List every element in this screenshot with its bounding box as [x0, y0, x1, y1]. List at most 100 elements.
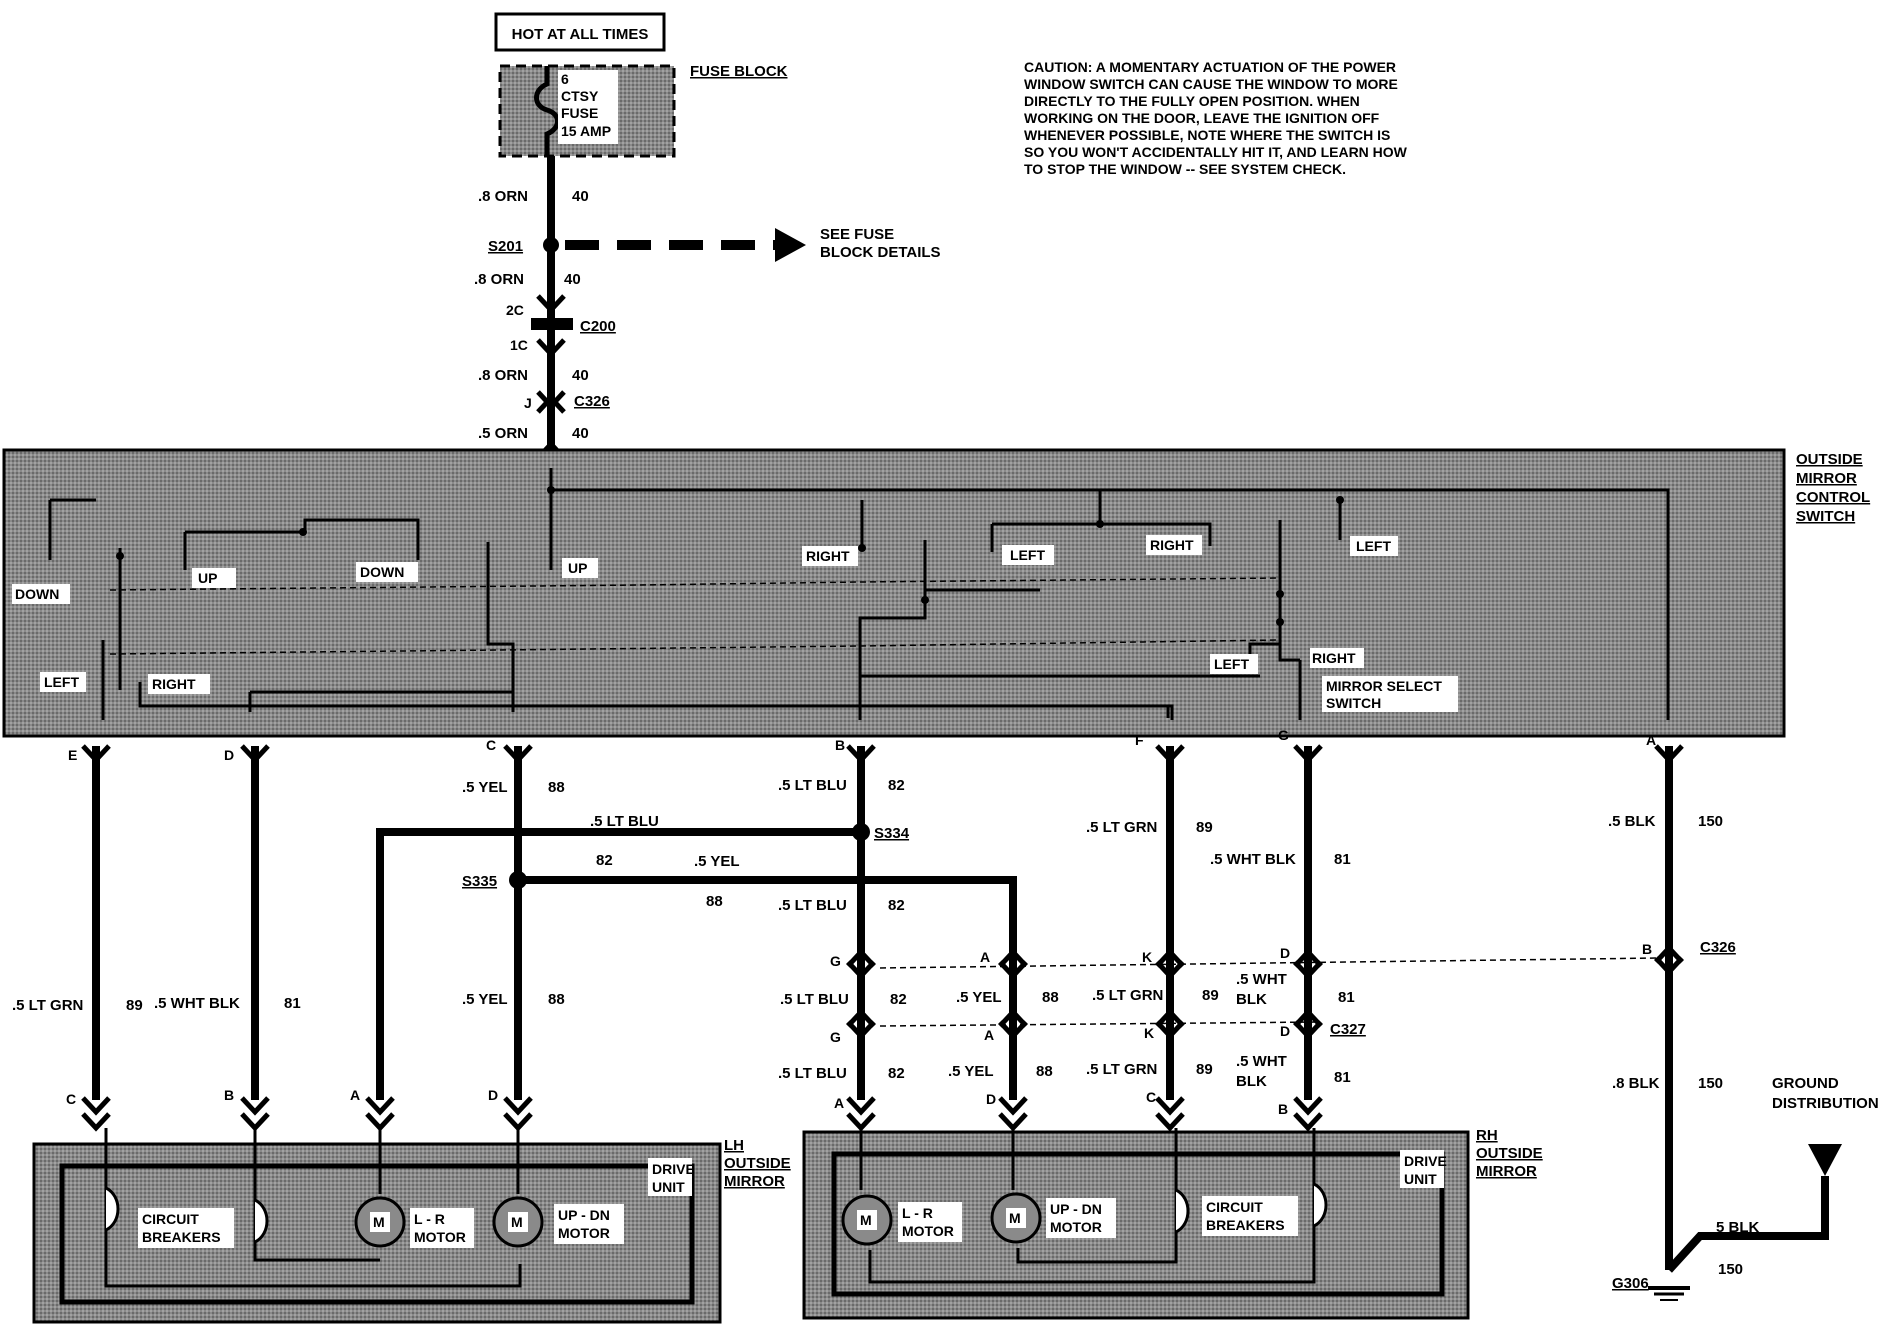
- yel-top-circuit: 88: [548, 779, 565, 796]
- c200-pin-top: 2C: [506, 302, 524, 318]
- ground-dist-2: DISTRIBUTION: [1772, 1095, 1879, 1112]
- c327-label: C327: [1330, 1021, 1366, 1038]
- c326-feed-label: C326: [574, 393, 610, 410]
- switch-label-left-3: LEFT: [1356, 538, 1391, 554]
- feed-wire-4-label: .5 ORN: [478, 425, 528, 442]
- blk-top-circuit: 150: [1698, 813, 1723, 830]
- grn-top-label: .5 LT GRN: [1086, 819, 1157, 836]
- rh-breakers-2: BREAKERS: [1206, 1217, 1285, 1233]
- lh-ud-motor-2: MOTOR: [558, 1225, 610, 1241]
- s335-label: S335: [462, 873, 497, 890]
- lh-pin-b: B: [224, 1087, 234, 1103]
- mirror-entry-chevrons: [81, 1096, 1323, 1132]
- switch-title: OUTSIDE MIRROR CONTROL SWITCH: [1796, 451, 1870, 525]
- feed-wire-2-circuit: 40: [564, 271, 581, 288]
- rh-title-1: RH: [1476, 1127, 1498, 1144]
- blk-low-label: .8 BLK: [1612, 1075, 1660, 1092]
- c200-connector: [531, 318, 573, 330]
- fuse-info-4: 15 AMP: [561, 123, 611, 139]
- rh-pin-b: B: [1278, 1101, 1288, 1117]
- c326-pin-a: A: [980, 949, 990, 965]
- lh-lr-motor-1: L - R: [414, 1211, 445, 1227]
- lh-title-2: OUTSIDE: [724, 1155, 791, 1172]
- lh-pin-d: D: [488, 1087, 498, 1103]
- switch-title-3: CONTROL: [1796, 489, 1870, 506]
- switch-label-left-2: LEFT: [1010, 547, 1045, 563]
- rh-ud-motor-m: M: [1009, 1210, 1021, 1226]
- rh-title-2: OUTSIDE: [1476, 1145, 1543, 1162]
- yel-top-label: .5 YEL: [462, 779, 508, 796]
- lh-drive-unit-2: UNIT: [652, 1179, 685, 1195]
- fuse-symbol: [534, 66, 560, 156]
- blu-top-circuit: 82: [888, 777, 905, 794]
- lh-internal-wiring: [104, 1128, 522, 1288]
- switch-label-left-4: LEFT: [1214, 656, 1249, 672]
- fuse-detail-arrow: [775, 228, 806, 262]
- lh-lr-motor-2: MOTOR: [414, 1229, 466, 1245]
- fuse-block-label: FUSE BLOCK: [690, 63, 788, 80]
- feed-wire-2-label: .8 ORN: [474, 271, 524, 288]
- mirror-select-line-1: MIRROR SELECT: [1326, 678, 1442, 694]
- fuse-info-2: CTSY: [561, 88, 599, 104]
- lh-wht-circuit: 81: [284, 995, 301, 1012]
- rh-internal-wiring: [859, 1128, 1328, 1284]
- c327-pin-k: K: [1144, 1025, 1154, 1041]
- rh-lr-motor-1: L - R: [902, 1205, 933, 1221]
- c200-pin-bot: 1C: [510, 337, 528, 353]
- switch-pin-f: F: [1135, 732, 1144, 748]
- lh-pin-c: C: [66, 1091, 76, 1107]
- rh-breakers-1: CIRCUIT: [1206, 1199, 1263, 1215]
- switch-label-up-1: UP: [198, 570, 217, 586]
- mid-wht-circuit: 81: [1338, 989, 1355, 1006]
- switch-pin-e: E: [68, 747, 77, 763]
- lh-ud-motor-m: M: [511, 1214, 523, 1230]
- switch-label-left-1: LEFT: [44, 674, 79, 690]
- c326-chevron-top: [536, 390, 566, 410]
- s334-label: S334: [874, 825, 910, 842]
- switch-labels: DOWN UP DOWN UP LEFT RIGHT RIGHT LEFT RI…: [12, 535, 1458, 712]
- c326-feed-pin: J: [524, 395, 532, 411]
- s201-splice: [543, 237, 559, 253]
- rh-pin-d: D: [986, 1091, 996, 1107]
- lh-ud-motor-1: UP - DN: [558, 1207, 610, 1223]
- rh-ud-motor-1: UP - DN: [1050, 1201, 1102, 1217]
- switch-label-up-2: UP: [568, 560, 587, 576]
- low-wht-label-1: .5 WHT: [1236, 1053, 1287, 1070]
- blu-top-label: .5 LT BLU: [778, 777, 847, 794]
- switch-label-right-4: RIGHT: [1312, 650, 1356, 666]
- grn-top-circuit: 89: [1196, 819, 1213, 836]
- s335-splice: [509, 871, 527, 889]
- blk-top-label: .5 BLK: [1608, 813, 1656, 830]
- wht-top-circuit: 81: [1334, 851, 1351, 868]
- hot-at-all-times-label: HOT AT ALL TIMES: [512, 26, 649, 43]
- fuse-info-box: [558, 70, 618, 144]
- switch-label-right-1: RIGHT: [152, 676, 196, 692]
- lh-grn-label: .5 LT GRN: [12, 997, 83, 1014]
- feed-wire-1-circuit: 40: [572, 188, 589, 205]
- c326-pin-k: K: [1142, 949, 1152, 965]
- switch-title-1: OUTSIDE: [1796, 451, 1863, 468]
- c326-lower-label: C326: [1700, 939, 1736, 956]
- switch-label-down-2: DOWN: [360, 564, 404, 580]
- fuse-info-3: FUSE: [561, 105, 598, 121]
- mirror-select-line-2: SWITCH: [1326, 695, 1381, 711]
- c326-chevron-bot: [536, 394, 566, 414]
- c327-pin-a: A: [984, 1027, 994, 1043]
- mid-yel-circuit: 88: [1042, 989, 1059, 1006]
- lh-yel-circuit: 88: [548, 991, 565, 1008]
- rh-lr-motor-2: MOTOR: [902, 1223, 954, 1239]
- low-grn-label: .5 LT GRN: [1086, 1061, 1157, 1078]
- switch-label-right-2: RIGHT: [806, 548, 850, 564]
- switch-pin-b: B: [835, 737, 845, 753]
- lh-mirror-title: LH OUTSIDE MIRROR: [724, 1137, 791, 1190]
- s334-splice: [852, 823, 870, 841]
- low-grn-circuit: 89: [1196, 1061, 1213, 1078]
- lh-drive-unit-1: DRIVE: [652, 1161, 695, 1177]
- switch-internal-wiring: [48, 468, 1670, 720]
- rh-drive-unit: [831, 1151, 1445, 1297]
- feed-wire-1-label: .8 ORN: [478, 188, 528, 205]
- lh-title-3: MIRROR: [724, 1173, 785, 1190]
- rh-drive-unit-1: DRIVE: [1404, 1153, 1447, 1169]
- c326-pin-d: D: [1280, 945, 1290, 961]
- caution-line-5: WHENEVER POSSIBLE, NOTE WHERE THE SWITCH…: [1024, 127, 1390, 143]
